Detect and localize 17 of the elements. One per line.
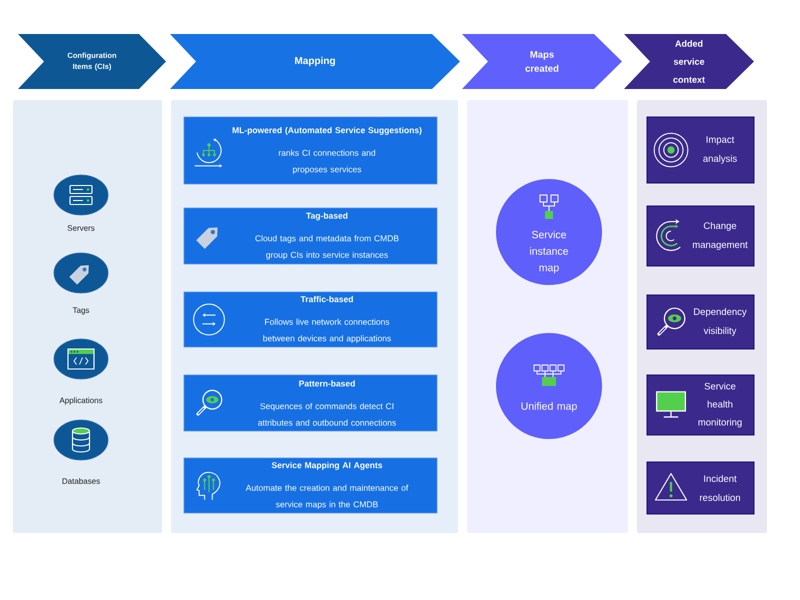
context-tile: Change management: [646, 206, 754, 266]
context-tile: Impact analysis: [646, 116, 754, 184]
method-box: Traffic-based Follows live network connections between devices and applications: [184, 292, 438, 348]
item-label: Databases: [62, 478, 100, 484]
context-tile: Dependency visibility: [646, 294, 754, 350]
item-label: Servers: [68, 225, 94, 231]
method-box: ML-powered (Automated Service Suggestions) ranks CI connections and proposes services: [184, 116, 438, 184]
chevron-header: Maps created: [462, 34, 622, 89]
context-tile: Incident resolution: [646, 462, 754, 514]
item-label: Applications: [59, 397, 102, 405]
chevron-header: Added service context: [624, 34, 754, 89]
method-box: Tag-based Cloud tags and metadata from CMDB group CIs into service instances: [184, 208, 438, 264]
method-box: Pattern-based Sequences of commands detect CI attributes and outbound connections: [184, 374, 438, 432]
item-label: Tags: [72, 307, 90, 315]
method-box: Service Mapping AI Agents Automate the creation and maintenance of service maps in the CMDB: [184, 458, 438, 514]
context-tile: Service health monitoring: [646, 374, 754, 436]
chevron-header: Mapping: [170, 34, 460, 89]
